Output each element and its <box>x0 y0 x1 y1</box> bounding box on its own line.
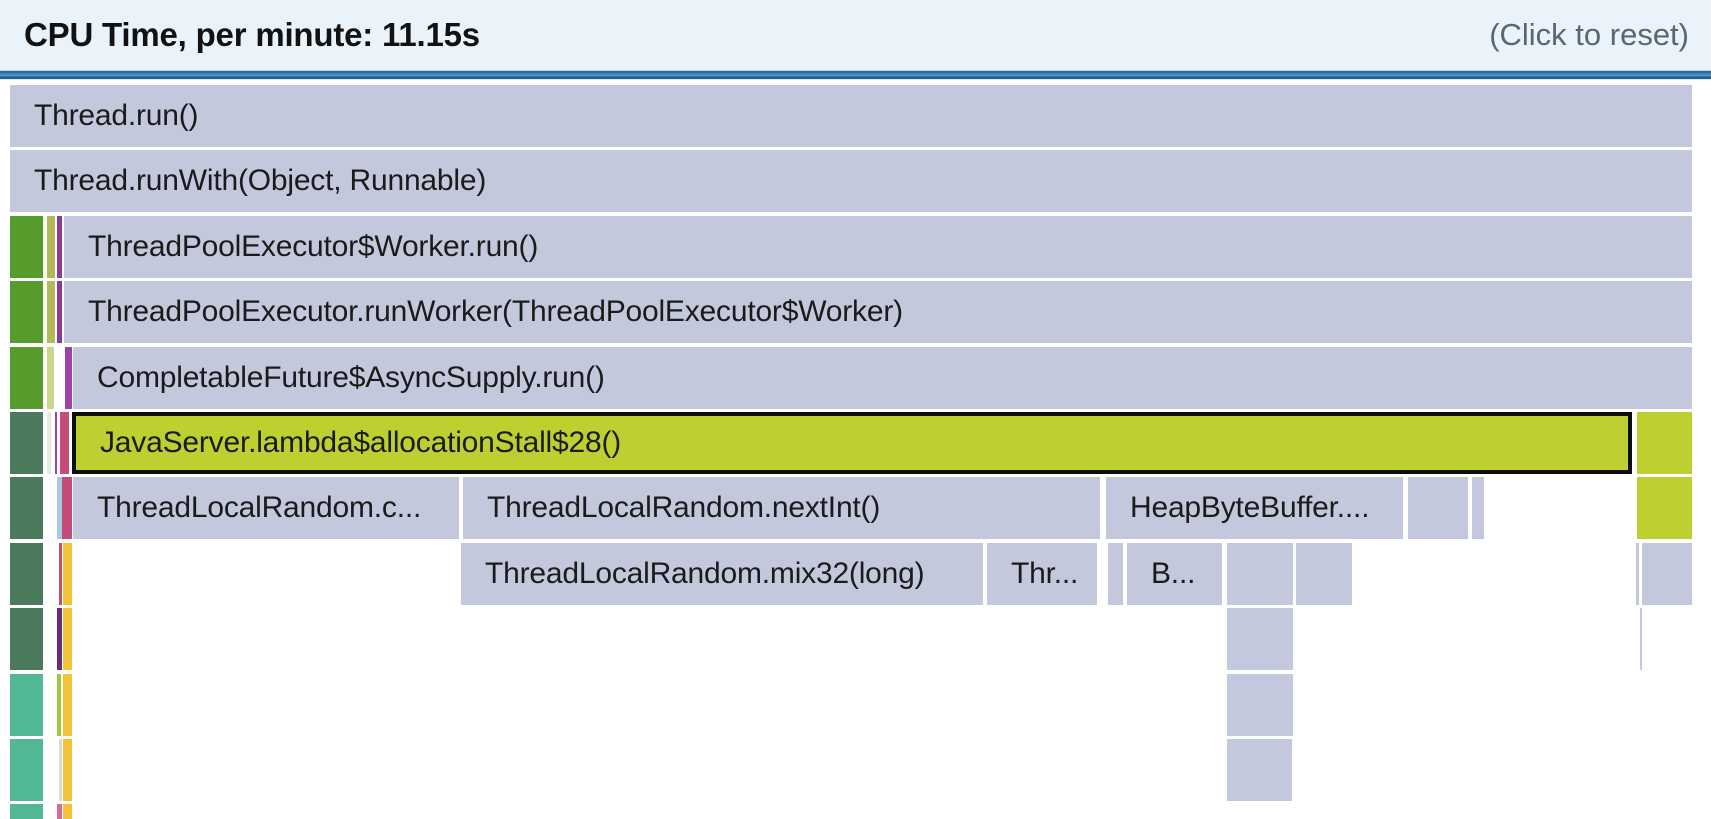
frame-label: ThreadLocalRandom.nextInt() <box>487 491 881 525</box>
flame-frame[interactable] <box>57 215 62 278</box>
flame-row: ThreadLocalRandom.mix32(long) Thr... B... <box>0 542 1711 605</box>
frame-label: ThreadPoolExecutor.runWorker(ThreadPoolE… <box>88 295 903 329</box>
frame-label: ThreadPoolExecutor$Worker.run() <box>88 229 539 263</box>
flame-row: CompletableFuture$AsyncSupply.run() <box>0 346 1711 409</box>
flame-frame[interactable]: ThreadLocalRandom.mix32(long) <box>461 542 983 605</box>
flame-frame[interactable] <box>47 215 55 278</box>
flame-row: Thread.run() <box>0 85 1711 147</box>
flame-frame[interactable] <box>1642 542 1692 605</box>
flame-row: Thread.runWith(Object, Runnable) <box>0 150 1711 213</box>
flame-frame[interactable] <box>63 608 72 671</box>
flame-frame[interactable] <box>1636 542 1639 605</box>
flame-frame[interactable] <box>55 412 57 474</box>
flame-frame[interactable] <box>63 673 72 736</box>
selected-frame[interactable]: JavaServer.lambda$allocationStall$28() <box>72 412 1632 474</box>
flame-frame[interactable] <box>1640 608 1642 671</box>
frame-label: HeapByteBuffer.... <box>1130 491 1370 525</box>
header-divider <box>0 70 1711 80</box>
flame-row <box>0 739 1711 801</box>
flame-frame[interactable] <box>10 281 43 344</box>
flame-frame[interactable] <box>63 739 72 801</box>
frame-label: Thread.runWith(Object, Runnable) <box>34 164 487 198</box>
flame-frame[interactable]: Thread.runWith(Object, Runnable) <box>10 150 1692 213</box>
frame-label: ThreadLocalRandom.mix32(long) <box>485 556 925 590</box>
flame-frame[interactable] <box>1408 477 1468 540</box>
flame-row: ThreadLocalRandom.c... ThreadLocalRandom.… <box>0 477 1711 540</box>
flame-row <box>0 804 1711 819</box>
flame-frame[interactable] <box>10 739 43 801</box>
flame-frame[interactable] <box>1227 739 1292 801</box>
flame-frame[interactable] <box>10 542 43 605</box>
flame-frame[interactable]: HeapByteBuffer.... <box>1106 477 1403 540</box>
flame-frame[interactable] <box>1472 477 1484 540</box>
flame-frame[interactable] <box>62 477 72 540</box>
frame-label: ThreadLocalRandom.c... <box>97 491 422 525</box>
flame-row: ThreadPoolExecutor.runWorker(ThreadPoolE… <box>0 281 1711 344</box>
flame-frame[interactable] <box>47 346 54 409</box>
frame-label: JavaServer.lambda$allocationStall$28() <box>100 426 622 459</box>
flame-frame[interactable] <box>57 673 61 736</box>
flame-row <box>0 608 1711 671</box>
flame-graph-header[interactable]: CPU Time, per minute: 11.15s (Click to r… <box>0 0 1711 70</box>
flame-frame[interactable] <box>57 281 62 344</box>
flame-frame[interactable] <box>1227 608 1293 671</box>
flame-frame[interactable]: ThreadLocalRandom.nextInt() <box>463 477 1100 540</box>
flame-frame[interactable] <box>47 412 51 474</box>
click-to-reset-hint[interactable]: (Click to reset) <box>1489 17 1689 52</box>
flame-frame[interactable] <box>59 542 62 605</box>
flame-frame[interactable] <box>60 412 69 474</box>
flame-frame[interactable]: ThreadLocalRandom.c... <box>73 477 459 540</box>
flame-row: ThreadPoolExecutor$Worker.run() <box>0 215 1711 278</box>
frame-label: Thr... <box>1011 556 1079 590</box>
flame-frame[interactable] <box>1637 412 1692 474</box>
flame-frame[interactable] <box>57 804 62 819</box>
flame-frame[interactable] <box>1108 542 1123 605</box>
flame-frame[interactable]: B... <box>1127 542 1222 605</box>
flame-frame[interactable]: Thr... <box>987 542 1097 605</box>
flame-frame[interactable] <box>65 346 72 409</box>
flame-frame[interactable]: Thread.run() <box>10 85 1692 147</box>
flame-frame[interactable] <box>47 281 55 344</box>
flame-row: JavaServer.lambda$allocationStall$28() <box>0 412 1711 474</box>
flame-frame[interactable]: ThreadPoolExecutor$Worker.run() <box>64 215 1692 278</box>
flame-frame[interactable] <box>10 346 43 409</box>
flame-frame[interactable] <box>63 542 72 605</box>
flame-frame[interactable] <box>10 412 43 474</box>
flame-frame[interactable] <box>1227 542 1293 605</box>
flame-frame[interactable] <box>10 608 43 671</box>
flame-frame[interactable] <box>10 215 43 278</box>
frame-label: Thread.run() <box>34 99 199 132</box>
page-title: CPU Time, per minute: 11.15s <box>24 16 480 53</box>
flame-frame[interactable] <box>10 477 43 540</box>
flame-frame[interactable]: CompletableFuture$AsyncSupply.run() <box>73 346 1692 409</box>
frame-label: B... <box>1151 556 1196 590</box>
flame-frame[interactable]: ThreadPoolExecutor.runWorker(ThreadPoolE… <box>64 281 1692 344</box>
flame-row <box>0 673 1711 736</box>
flame-frame[interactable] <box>1296 542 1352 605</box>
flame-frame[interactable] <box>1227 673 1293 736</box>
flame-frame[interactable] <box>10 673 43 736</box>
flame-frame[interactable] <box>57 477 62 540</box>
flame-frame[interactable] <box>10 804 43 819</box>
flame-frame[interactable] <box>57 608 62 671</box>
flame-frame[interactable] <box>59 739 62 801</box>
frame-label: CompletableFuture$AsyncSupply.run() <box>97 360 605 394</box>
flame-frame[interactable] <box>63 804 72 819</box>
flame-frame[interactable] <box>1637 477 1692 540</box>
